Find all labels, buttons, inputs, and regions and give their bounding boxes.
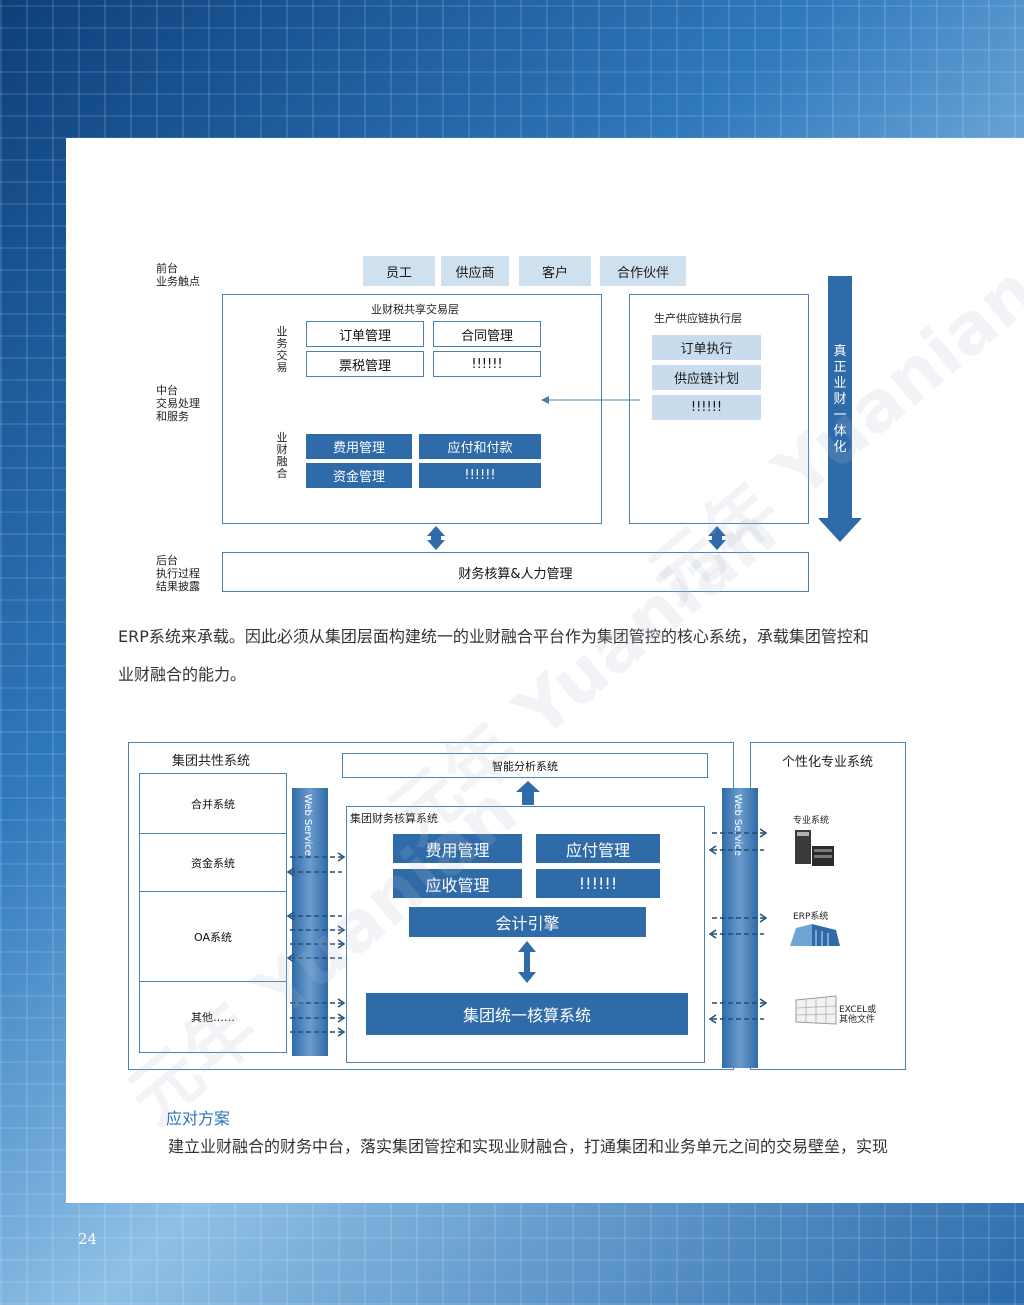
- box-unified-accounting: 集团统一核算系统: [366, 993, 688, 1035]
- label-business-finance-integration: 业财融合: [276, 431, 288, 480]
- label-front-office: 前台 业务触点: [156, 262, 200, 288]
- double-arrow-left: [427, 526, 445, 550]
- shared-transaction-layer-frame: [222, 294, 602, 524]
- label-business-transaction: 业务交易: [276, 325, 288, 374]
- core-accounting-frame: [346, 806, 705, 1063]
- supply-chain-layer-title: 生产供应链执行层: [654, 312, 742, 325]
- touchpoint-employee: 员工: [363, 256, 435, 286]
- diagram2-connectors: [286, 781, 840, 1037]
- box-placeholder-2: !!!!!!: [419, 463, 541, 488]
- big-down-arrow: [818, 276, 862, 542]
- dashed-links-left: [290, 856, 342, 1033]
- box-receivables-mgmt: 应收管理: [393, 869, 522, 898]
- group-common-title: 集团共性系统: [172, 754, 251, 769]
- server-icon: [795, 830, 834, 866]
- dashed-links-right: [712, 832, 764, 1020]
- common-systems-column: [139, 773, 287, 1053]
- box-expense-management: 费用管理: [306, 434, 412, 459]
- paragraph-1-line-1: ERP系统来承载。因此必须从集团层面构建统一的业财融合平台作为集团管控的核心系统…: [118, 627, 869, 646]
- box-invoice-tax-management: 票税管理: [306, 351, 424, 377]
- erp-building-icon: [790, 924, 840, 946]
- touchpoint-supplier: 供应商: [441, 256, 509, 286]
- system-consolidation: 合并系统: [140, 774, 286, 834]
- box-supply-chain-plan: 供应链计划: [652, 365, 761, 390]
- box-fund-management: 资金管理: [306, 463, 412, 488]
- diagram1-connectors: [427, 276, 862, 550]
- dashed-arrowheads: [286, 828, 768, 1037]
- arrow-text-integration: 真正业财一体化: [833, 344, 847, 455]
- touchpoint-customer: 客户: [519, 256, 591, 286]
- section-title-solution: 应对方案: [166, 1109, 231, 1128]
- box-accounting-hr: 财务核算&人力管理: [222, 552, 809, 592]
- box-placeholder-3: !!!!!!: [652, 395, 761, 420]
- label-excel-files: EXCEL或 其他文件: [839, 1005, 877, 1025]
- box-placeholder-1: !!!!!!: [433, 351, 541, 377]
- label-back-office: 后台 执行过程 结果披露: [156, 554, 200, 593]
- connector-arrowhead: [541, 396, 549, 404]
- personalized-frame: [750, 742, 906, 1070]
- up-arrow-to-analysis: [516, 781, 540, 805]
- web-service-label-left: Web Service: [302, 794, 313, 856]
- double-arrow-engine: [518, 941, 536, 983]
- box-payables-mgmt: 应付管理: [536, 834, 660, 863]
- web-service-bar-right: [722, 788, 758, 1068]
- spreadsheet-icon: [795, 995, 837, 1025]
- label-professional-system: 专业系统: [793, 816, 830, 826]
- box-placeholder-4: !!!!!!: [536, 869, 660, 898]
- label-middle-office: 中台 交易处理 和服务: [156, 384, 200, 423]
- web-service-bar-left: [292, 788, 328, 1056]
- system-other: 其他……: [191, 1011, 235, 1024]
- shared-transaction-layer-title: 业财税共享交易层: [371, 303, 459, 316]
- core-accounting-title: 集团财务核算系统: [350, 812, 438, 825]
- box-order-execution: 订单执行: [652, 335, 761, 360]
- box-order-management: 订单管理: [306, 321, 424, 347]
- label-erp-system: ERP系统: [793, 912, 829, 922]
- system-oa: OA系统: [140, 892, 286, 982]
- box-intelligent-analysis: 智能分析系统: [342, 753, 708, 778]
- paragraph-1-line-2: 业财融合的能力。: [118, 665, 247, 684]
- personalized-title: 个性化专业系统: [782, 755, 874, 770]
- touchpoint-partner: 合作伙伴: [600, 256, 686, 286]
- box-accounting-engine: 会计引擎: [409, 907, 646, 937]
- box-payables-payment: 应付和付款: [419, 434, 541, 459]
- double-arrow-right: [708, 526, 726, 550]
- paragraph-2: 建立业财融合的财务中台，落实集团管控和实现业财融合，打通集团和业务单元之间的交易…: [168, 1137, 889, 1156]
- supply-chain-layer-frame: [629, 294, 809, 524]
- system-fund: 资金系统: [140, 834, 286, 892]
- box-contract-management: 合同管理: [433, 321, 541, 347]
- box-expense-mgmt: 费用管理: [393, 834, 522, 863]
- page-number: 24: [78, 1230, 98, 1248]
- web-service-label-right: Web Service: [732, 794, 743, 856]
